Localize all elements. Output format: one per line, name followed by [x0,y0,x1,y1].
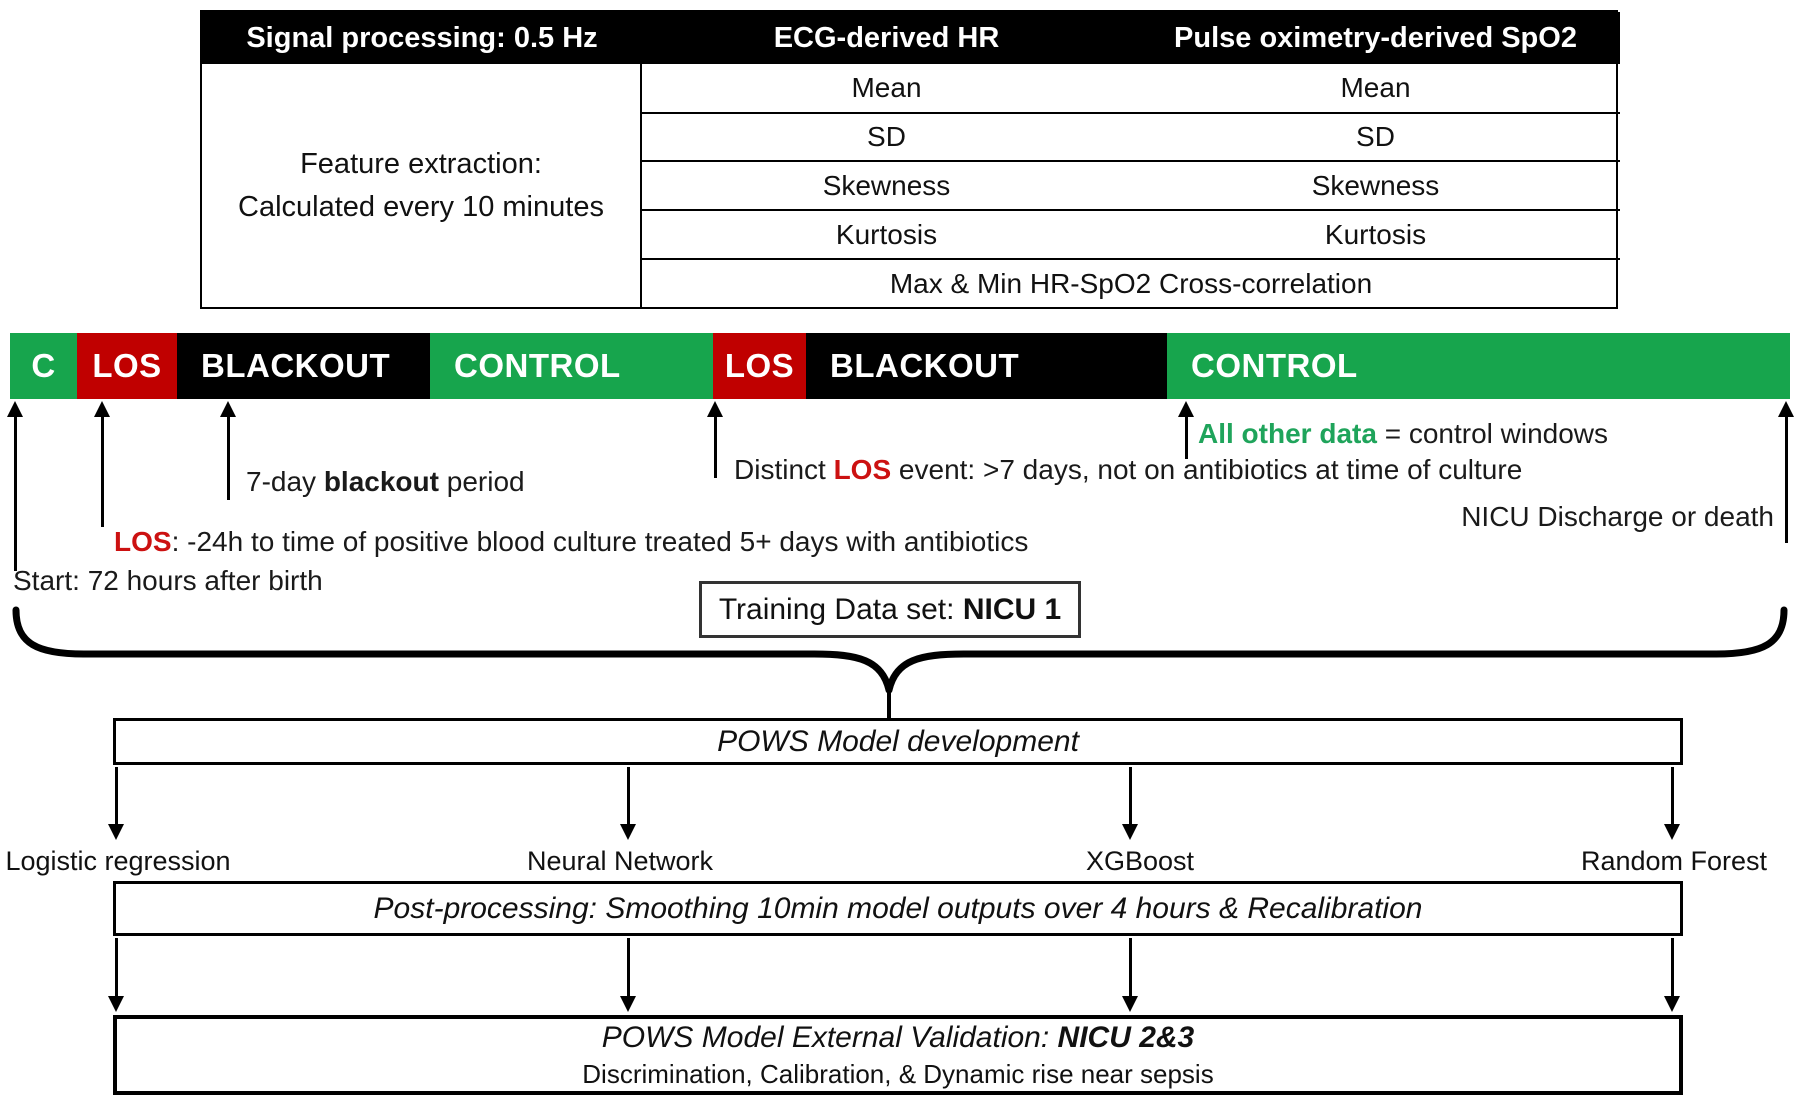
segment-label: C [31,347,56,384]
table-header-pulse-ox-spo2: Pulse oximetry-derived SpO2 [1131,12,1620,64]
table-cell-hr-skewness: Skewness [642,160,1131,209]
post-processing-box: Post-processing: Smoothing 10min model o… [113,881,1683,936]
note-text: event: >7 days, not on antibiotics at ti… [891,454,1523,485]
start-note: Start: 72 hours after birth [13,565,323,596]
discharge-note: NICU Discharge or death [1461,501,1774,532]
distinct-los-note: Distinct LOS event: >7 days, not on anti… [734,454,1522,486]
segment-label: BLACKOUT [830,347,1020,384]
segment-label: BLACKOUT [201,347,391,384]
timeline-segment-los-1: LOS [77,333,177,399]
training-label: Training Data set: [718,592,963,626]
timeline-segment-los-2: LOS [713,333,806,399]
table-cell-hr-kurtosis: Kurtosis [642,209,1131,258]
segment-label: CONTROL [454,347,621,384]
training-nicu1-label: NICU 1 [962,592,1062,626]
note-text: = control windows [1376,418,1609,449]
table-cell-spo2-sd: SD [1131,112,1620,160]
note-text: 7-day [246,466,324,497]
training-dataset-box: Training Data set: NICU 1 [699,581,1081,638]
feature-table: Signal processing: 0.5 Hz ECG-derived HR… [200,10,1620,309]
note-text-bold: blackout [323,466,439,497]
validation-title: POWS Model External Validation: NICU 2&3 [602,1021,1194,1055]
validation-title-text: POWS Model External Validation: [601,1020,1058,1054]
feature-extraction-cell: Feature extraction: Calculated every 10 … [202,64,642,307]
validation-nicu23-label: NICU 2&3 [1057,1020,1195,1054]
validation-subtitle: Discrimination, Calibration, & Dynamic r… [582,1058,1214,1089]
model-label-xgboost: XGBoost [1085,846,1195,876]
segment-label: CONTROL [1191,347,1358,384]
timeline-segment-control-1: CONTROL [430,333,713,399]
table-cell-spo2-mean: Mean [1340,72,1411,103]
all-other-data-label: All other data [1198,418,1377,449]
los-label: LOS [114,526,172,557]
segment-label: LOS [92,347,162,384]
note-text: : -24h to time of positive blood culture… [171,526,1029,557]
model-label-random-forest: Random Forest [1580,846,1768,876]
note-text: period [438,466,525,497]
timeline-segment-control-2: CONTROL [1167,333,1790,399]
los-definition-note: LOS: -24h to time of positive blood cult… [114,526,1028,558]
timeline-segment-blackout-1: BLACKOUT [177,333,430,399]
timeline-segment-control-c: C [10,333,77,399]
table-header-signal-processing: Signal processing: 0.5 Hz [202,12,642,64]
table-cell-hr-mean: Mean [851,72,922,103]
external-validation-box: POWS Model External Validation: NICU 2&3… [113,1015,1683,1095]
model-label-logistic-regression: Logistic regression [5,846,231,876]
all-other-data-note: All other data = control windows [1198,418,1608,450]
timeline-bar: C LOS BLACKOUT CONTROL LOS BLACKOUT CONT… [10,333,1790,399]
timeline-segment-blackout-2: BLACKOUT [806,333,1167,399]
feature-extraction-line2: Calculated every 10 minutes [238,190,604,223]
feature-extraction-line1: Feature extraction: [300,148,542,181]
pows-model-development-box: POWS Model development [113,718,1683,765]
los-label: LOS [833,454,892,485]
table-cell-spo2-skewness: Skewness [1131,160,1620,209]
table-cell-hr-sd: SD [642,112,1131,160]
table-cell-spo2-kurtosis: Kurtosis [1131,209,1620,258]
model-label-neural-network: Neural Network [526,846,714,876]
note-text: Distinct [734,454,834,485]
segment-label: LOS [724,347,795,384]
table-header-ecg-hr: ECG-derived HR [642,12,1131,64]
blackout-period-note: 7-day blackout period [246,466,525,498]
table-cell-cross-correlation: Max & Min HR-SpO2 Cross-correlation [642,258,1620,307]
